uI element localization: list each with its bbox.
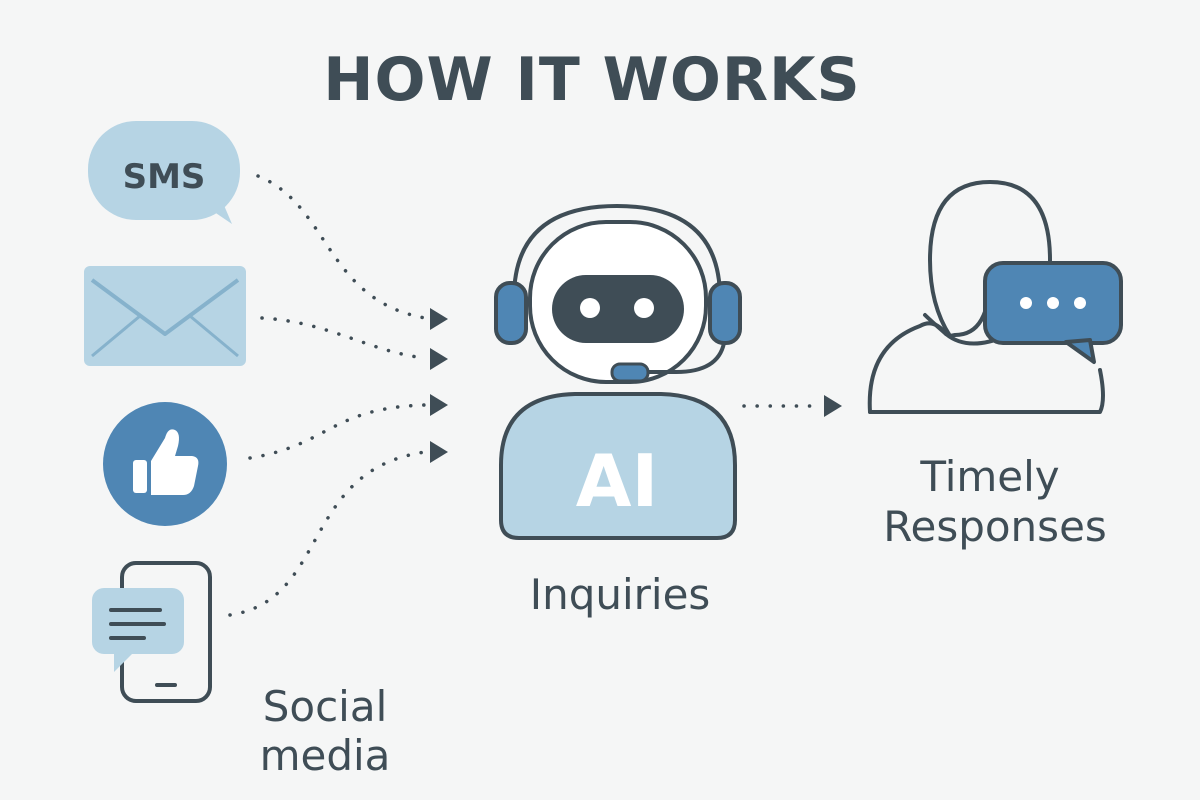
sms-bubble-icon: SMS bbox=[88, 121, 240, 224]
arrowhead-sms bbox=[430, 308, 448, 330]
social-media-label-line2: media bbox=[260, 731, 391, 780]
envelope-icon bbox=[84, 266, 246, 366]
robot-headset-icon: AI bbox=[494, 203, 742, 540]
ai-badge: AI bbox=[576, 439, 659, 523]
connector-sms bbox=[256, 174, 427, 320]
timely-responses-label-line1: Timely bbox=[919, 452, 1059, 501]
arrowhead-response bbox=[824, 395, 842, 417]
diagram-title: HOW IT WORKS bbox=[323, 45, 861, 115]
person-speech-icon bbox=[867, 180, 1123, 414]
outbound-connector bbox=[742, 395, 842, 417]
inbound-connectors bbox=[228, 174, 448, 617]
arrowhead-email bbox=[430, 348, 448, 370]
connector-like bbox=[248, 403, 427, 460]
connector-email bbox=[260, 316, 427, 360]
timely-responses-label-line2: Responses bbox=[883, 502, 1107, 551]
inquiries-label: Inquiries bbox=[530, 570, 711, 619]
sms-label: SMS bbox=[123, 157, 206, 197]
social-media-label-line1: Social bbox=[263, 682, 388, 731]
thumbs-up-icon bbox=[103, 402, 227, 526]
arrowhead-mobile bbox=[430, 441, 448, 463]
mobile-chat-icon bbox=[92, 561, 212, 703]
arrowhead-like bbox=[430, 394, 448, 416]
connector-mobile bbox=[228, 450, 427, 617]
